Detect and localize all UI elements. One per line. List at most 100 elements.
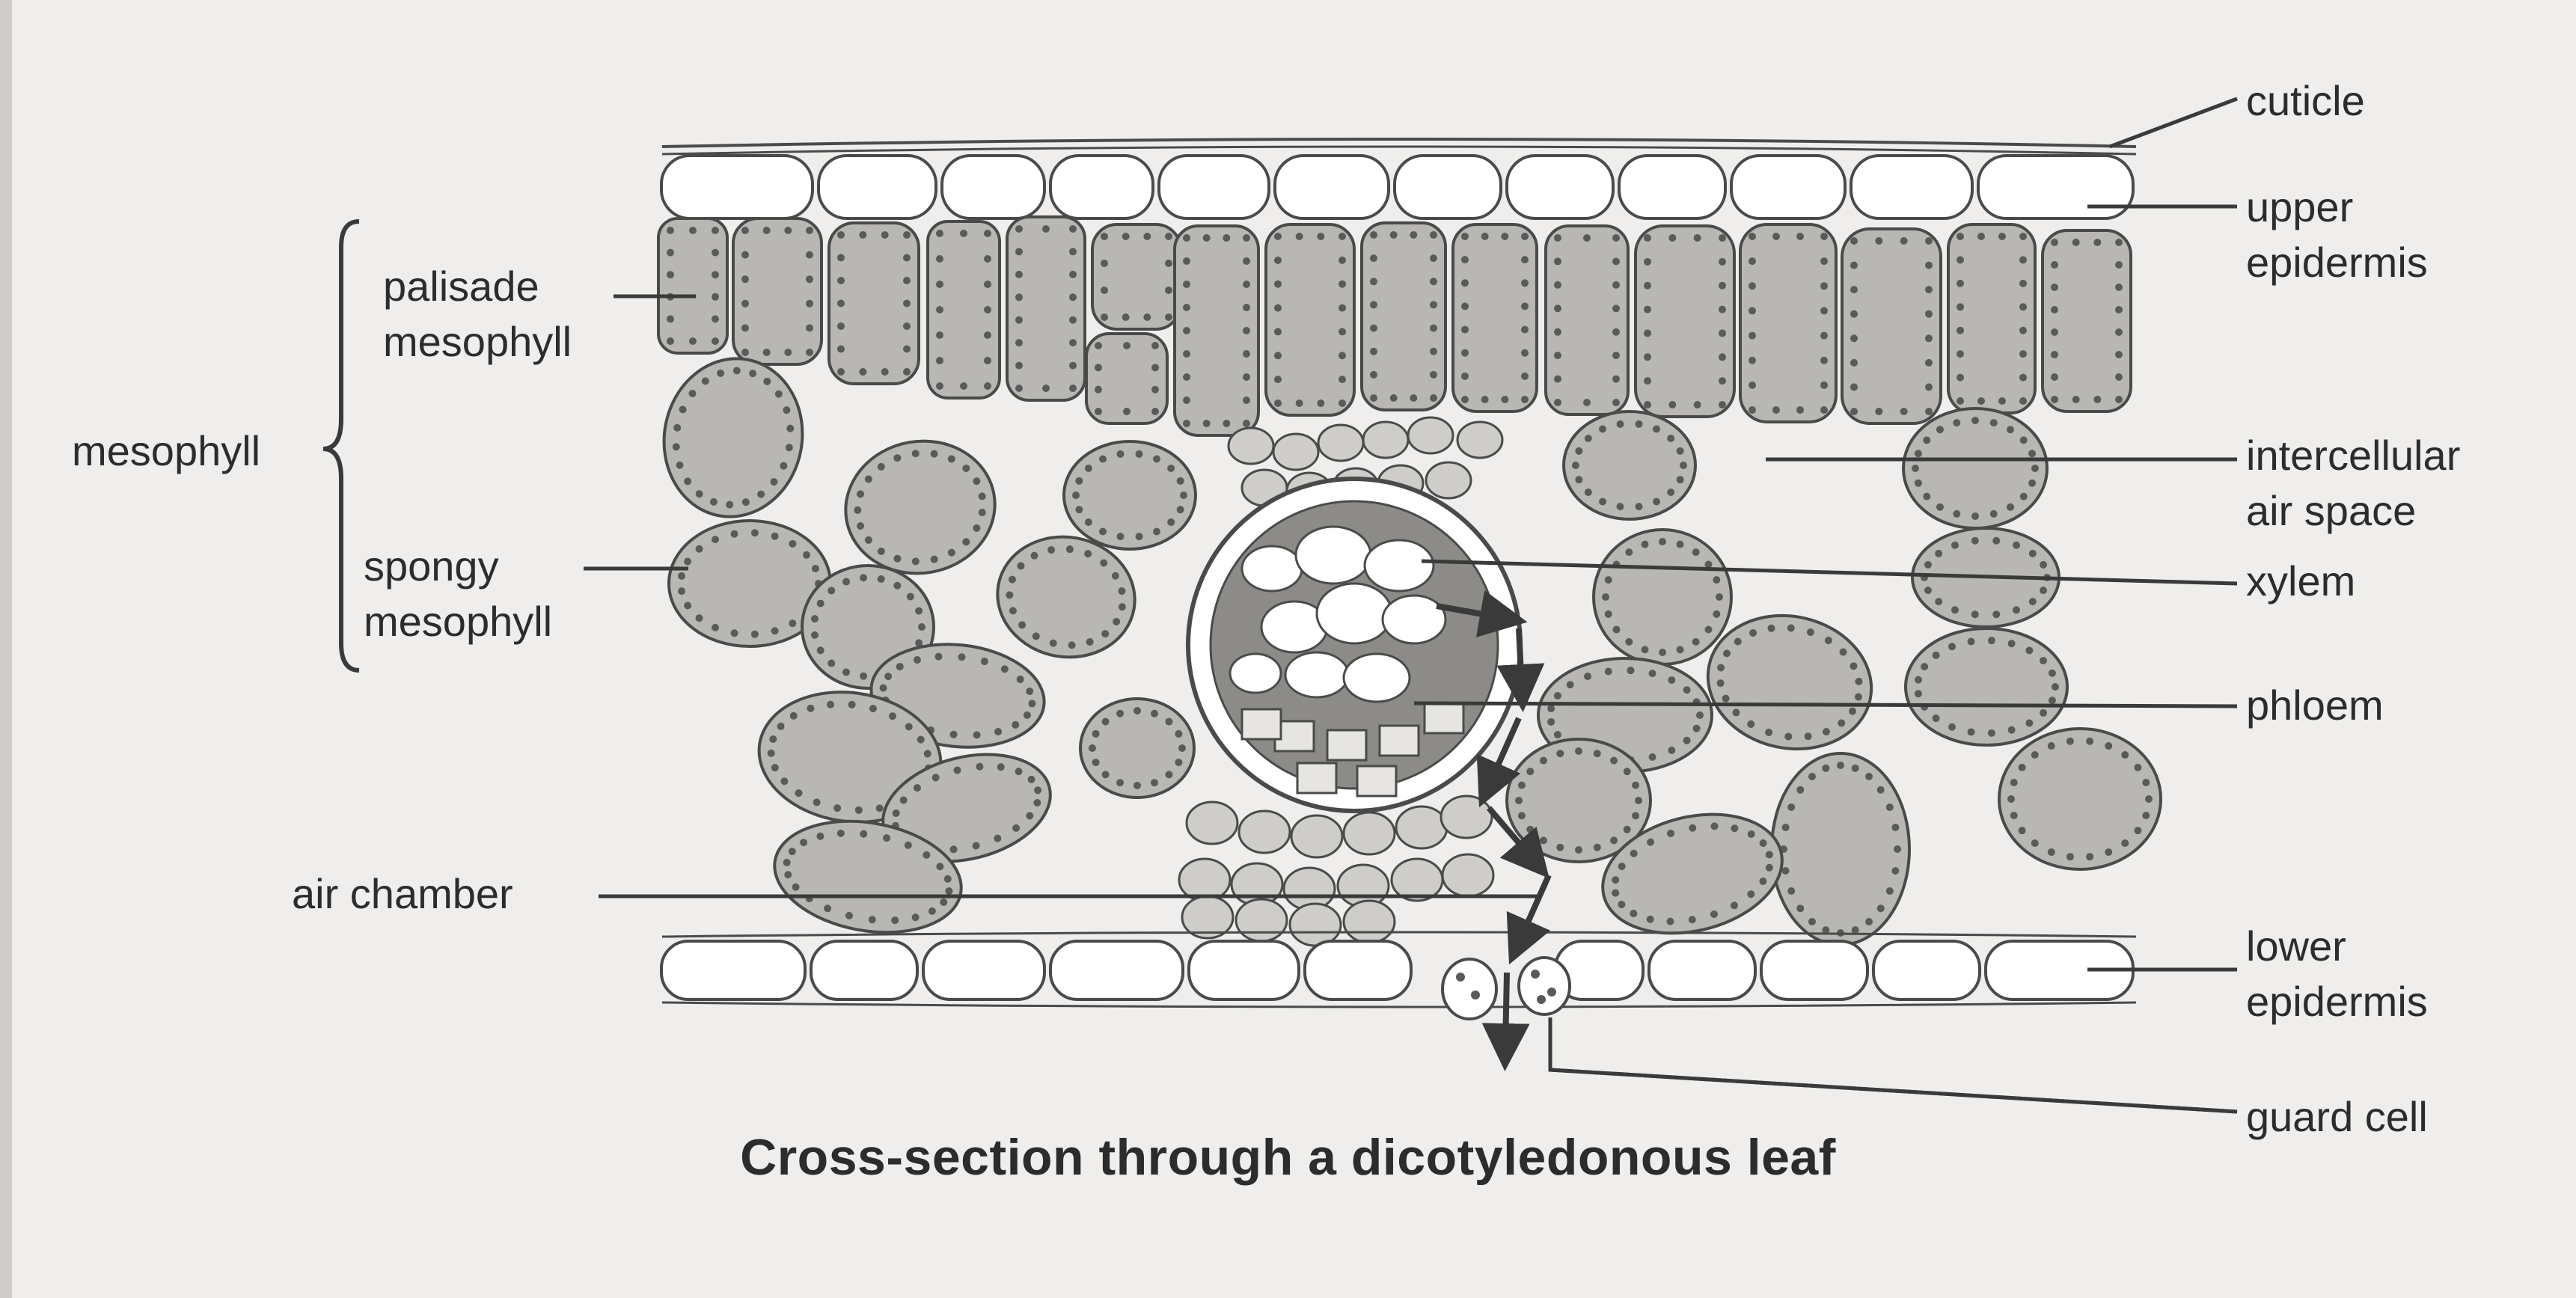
chloroplast [1554,281,1561,289]
chloroplast [1101,313,1108,321]
chloroplast [1167,465,1175,473]
chloroplast [1612,876,1620,884]
chloroplast [1101,771,1110,779]
sheath-cell [1272,432,1320,471]
chloroplast [1593,843,1601,851]
chloroplast [881,368,889,376]
lower-epidermis-cell [1648,940,1757,1001]
chloroplast [1796,904,1805,913]
chloroplast [2072,396,2080,403]
water-path-arrow [1476,717,1522,808]
chloroplast [833,804,842,812]
lower-epidermis-cell [1303,940,1413,1001]
xylem-vessel [1229,652,1282,694]
chloroplast [930,555,938,563]
chloroplast [854,506,862,514]
chloroplast [2052,683,2059,691]
chloroplast [1118,603,1126,611]
chloroplast [806,251,813,259]
spongy-cell-body [773,819,963,934]
chloroplast [1183,281,1190,288]
label-air-chamber: air chamber [292,870,513,917]
label-cuticle: cuticle [2246,77,2365,124]
chloroplast [2047,848,2055,856]
brace-path [322,219,360,673]
chloroplast [906,593,914,601]
chloroplast [1759,877,1767,885]
chloroplast [1410,231,1418,239]
spongy-cell [1770,752,1911,946]
sheath-cell [1317,423,1365,462]
chloroplast [1317,399,1325,407]
palisade-cell [1841,227,1942,425]
chloroplast [1521,256,1529,264]
chloroplast [2019,256,2027,264]
chloroplast [911,450,920,458]
spongy-cell [773,819,963,934]
chloroplast [1430,370,1437,379]
chloroplast [1339,256,1346,264]
label-palisade-line2: mesophyll [383,318,572,365]
chloroplast [1767,624,1775,632]
lower-cuticle-line [661,931,2137,938]
chloroplast [1099,455,1107,463]
chloroplast [783,406,791,414]
chloroplast [877,575,885,584]
chloroplast [1612,281,1620,289]
chloroplast [2093,396,2102,403]
chloroplast [2051,396,2058,403]
chloroplast [1717,664,1725,672]
chloroplast [2051,239,2058,246]
spongy-cell [1562,410,1697,521]
chloroplast [2145,795,2153,803]
chloroplast [845,911,853,919]
chloroplast [2134,827,2142,835]
chloroplast [2028,450,2037,458]
chloroplast [1693,401,1701,408]
chloroplast [673,423,682,432]
chloroplast [1243,281,1250,288]
chloroplast [947,455,955,463]
chloroplast [859,231,867,239]
chloroplast [1850,261,1858,269]
chloroplast [1015,361,1023,370]
chloroplast [911,913,920,922]
chloroplast [1644,234,1651,242]
chloroplast [1461,396,1469,403]
chloroplast [1461,256,1469,264]
chloroplast [763,377,771,385]
palisade-mesophyll-cells [657,215,2132,437]
chloroplast [1618,901,1626,909]
palisade-cell [1544,224,1630,416]
upper-epidermis-cell [1273,154,1390,220]
label-lower-line2: epidermis [2246,978,2428,1025]
chloroplast [1089,744,1096,752]
chloroplast [1430,231,1437,239]
chloroplast [1865,917,1873,925]
spongy-cell-body [1902,407,2049,530]
phloem-cell [1356,765,1398,798]
chloroplast [1824,637,1832,645]
chloroplast [1713,610,1721,618]
chloroplast [1274,399,1282,407]
chloroplast [2018,763,2026,771]
chloroplast [1747,890,1755,899]
label-leader-lines [584,97,2238,1114]
chloroplast [837,254,845,262]
chloroplast [978,492,986,500]
chloroplast [1924,587,1932,595]
chloroplast [1749,282,1756,290]
chloroplast [1430,394,1437,402]
chloroplast [1554,304,1561,313]
chloroplast [1951,541,1959,549]
chloroplast [918,623,926,631]
chloroplast [1122,233,1130,240]
chloroplast [750,630,759,638]
chloroplast [2142,811,2150,819]
chloroplast [1183,420,1190,427]
chloroplast [695,614,703,622]
chloroplast [1957,303,1964,311]
chloroplast [1012,720,1020,729]
chloroplast [767,749,775,757]
chloroplast [1850,310,1858,318]
